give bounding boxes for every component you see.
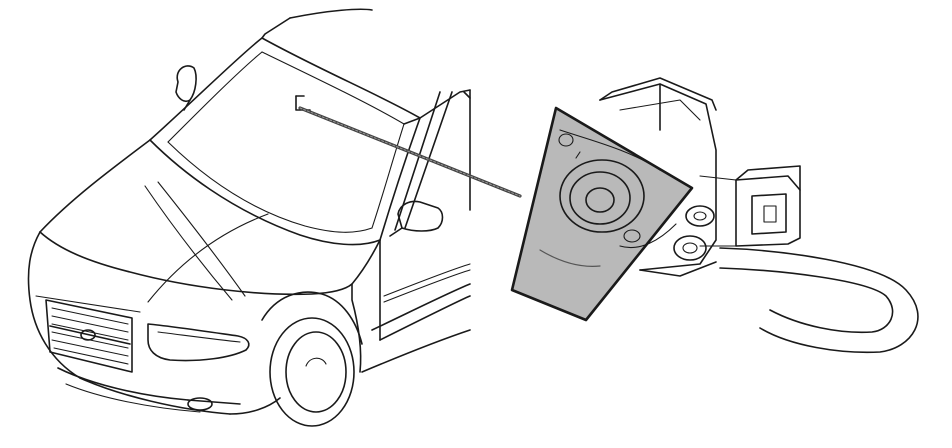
windshield — [149, 17, 471, 246]
sensor-housing — [599, 77, 717, 277]
front-wheel — [261, 291, 363, 427]
callout-detail-panel — [510, 106, 694, 322]
car-illustration — [27, 8, 471, 427]
side-body — [351, 239, 471, 373]
front-fascia — [27, 231, 281, 415]
sensor-assembly — [510, 77, 919, 354]
leader-line — [298, 106, 522, 198]
cable-loop — [719, 247, 919, 354]
grille — [45, 299, 133, 373]
connector-plug — [699, 165, 801, 247]
hood — [39, 139, 381, 303]
roof-line — [289, 8, 373, 19]
headlight — [147, 323, 250, 362]
far-side-mirror — [175, 65, 197, 111]
lower-bumper — [57, 367, 241, 413]
near-side-mirror — [389, 200, 444, 237]
